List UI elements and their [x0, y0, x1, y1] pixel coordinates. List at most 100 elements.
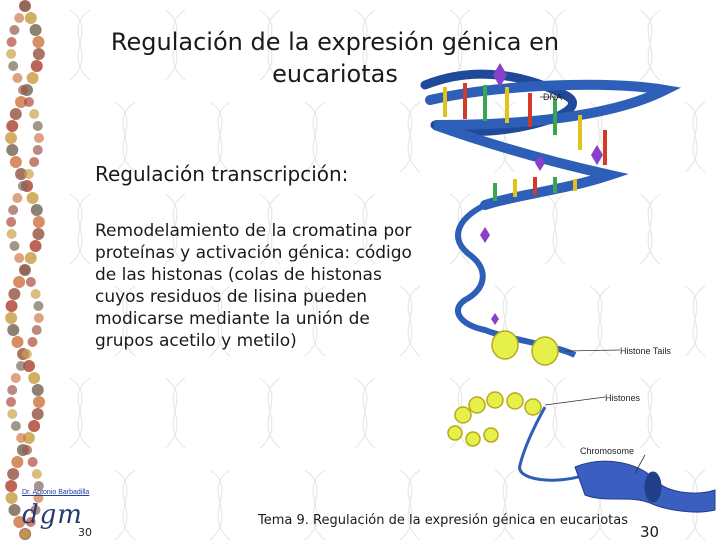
dna-strip-bead: [30, 505, 41, 515]
label-pointers: [540, 96, 646, 474]
dna-strip-bead: [9, 25, 20, 35]
dna-strip-bead: [31, 325, 42, 335]
dna-strip-bead: [16, 433, 27, 443]
dna-strip-bead: [6, 229, 17, 239]
watermark-helix: [354, 377, 376, 449]
dgm-logo-icon: dgm: [22, 500, 83, 530]
chromosome: [574, 460, 716, 513]
watermark-helix: [304, 101, 326, 173]
watermark-helix: [639, 377, 661, 449]
slide-subtitle: Regulación transcripción:: [95, 162, 349, 186]
watermark-helix: [209, 101, 231, 173]
dna-strip-bead: [33, 133, 44, 143]
dna-strip-bead: [33, 301, 44, 311]
dna-strip-bead: [31, 408, 44, 420]
dna-strip-bead: [5, 300, 18, 312]
dna-strip-bead: [32, 48, 45, 60]
dna-strip-bead: [26, 192, 39, 204]
dna-strip-bead: [14, 13, 25, 23]
watermark-helix: [589, 285, 611, 357]
dna-strip-bead: [32, 228, 45, 240]
watermark-helix: [304, 285, 326, 357]
dna-strand-back: [420, 69, 578, 136]
dna-strip-decoration: [5, 0, 45, 540]
dna-strip-bead: [7, 385, 18, 395]
histone-nucleosomes: [447, 330, 559, 447]
dna-strip-bead: [24, 12, 37, 24]
dna-strip-bead: [33, 481, 44, 491]
dna-strip-bead: [6, 397, 17, 407]
dna-strip-bead: [15, 361, 26, 371]
watermark-helix: [164, 9, 186, 81]
dna-strip-bead: [18, 85, 29, 95]
watermark-helix: [164, 193, 186, 265]
watermark-helix: [259, 9, 281, 81]
dna-helix-front: [425, 79, 682, 210]
dna-strip-bead: [23, 169, 34, 179]
dna-strip-bead: [31, 384, 44, 396]
dna-strip-bead: [11, 456, 24, 468]
dna-strip-bead: [26, 72, 39, 84]
dna-strip-bead: [25, 277, 36, 287]
dna-strip-bead: [17, 181, 28, 191]
dna-strip-bead: [9, 108, 22, 120]
dna-strip-bead: [23, 360, 36, 372]
watermark-helix: [209, 469, 231, 540]
dna-strip-bead: [29, 240, 42, 252]
dna-strip-bead: [32, 145, 43, 155]
dna-strip-bead: [27, 457, 38, 467]
dna-strip-bead: [14, 253, 25, 263]
dna-strip-bead: [10, 373, 21, 383]
dna-watermark-background: [69, 9, 706, 540]
dna-strip-bead: [28, 420, 41, 432]
watermark-helix: [69, 193, 91, 265]
slide-body-text: Remodelamiento de la cromatina por prote…: [95, 221, 412, 351]
watermark-helix: [69, 377, 91, 449]
watermark-helix: [209, 285, 231, 357]
dna-strip-bead: [10, 421, 21, 431]
dna-strip-bead: [23, 97, 34, 107]
watermark-helix: [639, 9, 661, 81]
dna-strip-bead: [29, 24, 42, 36]
author-link[interactable]: Dr. Antonio Barbadilla: [22, 489, 90, 496]
dna-strip-bead: [33, 313, 44, 323]
dna-strip-bead: [8, 61, 19, 71]
dna-strip-bead: [29, 157, 40, 167]
watermark-helix: [544, 193, 566, 265]
dna-strip-bead: [12, 73, 23, 83]
watermark-helix: [544, 9, 566, 81]
dna-strip-bead: [6, 144, 19, 156]
watermark-helix: [354, 193, 376, 265]
watermark-helix: [114, 285, 136, 357]
chromatin-diagram: [420, 63, 716, 513]
dna-strip-bead: [32, 216, 45, 228]
slide-footer: Tema 9. Regulación de la expresión génic…: [258, 513, 629, 528]
base-pairs: [443, 83, 607, 201]
watermark-helix: [684, 101, 706, 173]
tail-markers: [480, 63, 603, 325]
dna-strip-bead: [27, 337, 38, 347]
dna-strip-bead: [8, 504, 21, 516]
dna-strip-bead: [28, 372, 41, 384]
watermark-helix: [259, 377, 281, 449]
page-number-right: 30: [640, 523, 660, 541]
dna-strip-bead: [25, 517, 36, 527]
dna-strip-bead: [5, 492, 18, 504]
dna-label: DNA: [543, 92, 563, 102]
dna-strip-bead: [32, 36, 45, 48]
watermark-helix: [494, 469, 516, 540]
dna-strip-bead: [9, 241, 20, 251]
dna-strip-bead: [6, 37, 17, 47]
dna-strip-bead: [22, 432, 35, 444]
dna-strip-bead: [33, 493, 44, 503]
dna-strip-bead: [15, 96, 28, 108]
dna-strip-bead: [7, 468, 20, 480]
dna-strip-bead: [15, 168, 28, 180]
dna-strip-bead: [6, 49, 17, 59]
dna-strip-bead: [8, 205, 19, 215]
watermark-helix: [69, 9, 91, 81]
dna-strip-bead: [20, 1, 30, 11]
dna-strip-bead: [24, 252, 37, 264]
dna-strip-bead: [29, 109, 40, 119]
watermark-helix: [114, 101, 136, 173]
